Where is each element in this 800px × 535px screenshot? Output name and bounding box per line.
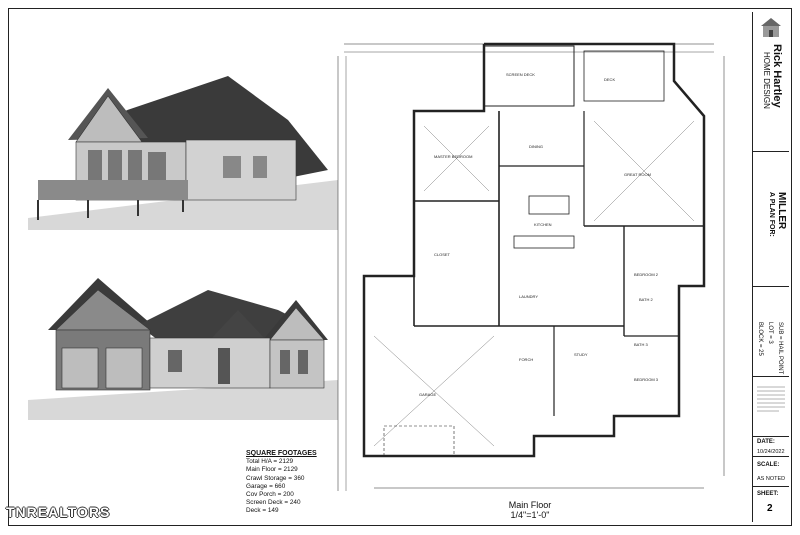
room-label: GREAT ROOM <box>624 172 651 177</box>
sheet-number: 2 <box>767 503 773 514</box>
room-label: STUDY <box>574 352 588 357</box>
drawing-sheet <box>8 8 792 526</box>
room-label: FORCH <box>519 357 533 362</box>
plan-scale: 1/4"=1'-0" <box>510 510 550 520</box>
sqft-line: Deck = 149 <box>246 507 279 515</box>
room-label: BEDROOM 2 <box>634 272 659 277</box>
room-label: KITCHEN <box>534 222 552 227</box>
lot-number: LOT = 3 <box>767 322 773 344</box>
lot-cell: BLOCK = 25 LOT = 3 SUB = HAIL POINT <box>753 287 789 377</box>
notes-cell <box>753 377 789 437</box>
sqft-line: Screen Deck = 240 <box>246 499 301 507</box>
date-label: DATE: <box>757 439 775 445</box>
company-subtitle: HOME DESIGN <box>762 52 771 109</box>
room-label: DINING <box>529 144 543 149</box>
room-label: BATH 3 <box>634 342 648 347</box>
room-label: LAUNDRY <box>519 294 538 299</box>
date-value: 10/24/2022 <box>757 449 785 455</box>
sqft-line: Main Floor = 2129 <box>246 466 298 474</box>
room-label: SCREEN DECK <box>506 72 535 77</box>
square-footages-table: SQUARE FOOTAGES Total H/A = 2129 Main Fl… <box>246 450 320 516</box>
company-cell: Rick Hartley HOME DESIGN <box>753 12 789 152</box>
client-cell: A PLAN FOR: MILLER <box>753 152 789 287</box>
plan-title: Main Floor <box>508 500 552 510</box>
sheet-cell: SHEET: 2 <box>753 487 789 522</box>
scale-label: SCALE: <box>757 462 780 468</box>
sqft-line: Crawl Storage = 360 <box>246 474 305 482</box>
front-rendering <box>28 270 338 420</box>
plan-caption: Main Floor 1/4"=1'-0" <box>470 500 590 520</box>
sqft-line: Garage = 660 <box>246 482 286 490</box>
room-label: GARAGE <box>419 392 436 397</box>
sheet-label: SHEET: <box>757 491 779 497</box>
subdivision: SUB = HAIL POINT <box>777 322 783 375</box>
rear-rendering <box>28 70 338 230</box>
title-block: Rick Hartley HOME DESIGN A PLAN FOR: MIL… <box>752 12 789 522</box>
room-label: BATH 2 <box>639 297 653 302</box>
room-label: DECK <box>604 77 615 82</box>
disclaimer-text-block <box>757 386 785 412</box>
sqft-line: Cov Porch = 200 <box>246 491 294 499</box>
room-label: MASTER BEDROOM <box>434 154 472 159</box>
scale-cell: SCALE: AS NOTED <box>753 457 789 487</box>
sqft-line: Total H/A = 2129 <box>246 458 294 466</box>
room-label: CLOSET <box>434 252 451 257</box>
room-label: BEDROOM 3 <box>634 377 659 382</box>
date-cell: DATE: 10/24/2022 <box>753 437 789 457</box>
realtor-watermark: TNREALTORS <box>6 504 111 520</box>
house-logo-icon <box>761 18 781 37</box>
company-name: Rick Hartley <box>771 44 783 108</box>
block-number: BLOCK = 25 <box>757 322 763 356</box>
plan-for-label: A PLAN FOR: <box>768 192 775 237</box>
floor-plan: MASTER BEDROOM DINING GREAT ROOM KITCHEN… <box>334 36 734 496</box>
square-footages-title: SQUARE FOOTAGES <box>246 450 317 457</box>
scale-value: AS NOTED <box>757 476 786 482</box>
client-name: MILLER <box>776 192 787 230</box>
